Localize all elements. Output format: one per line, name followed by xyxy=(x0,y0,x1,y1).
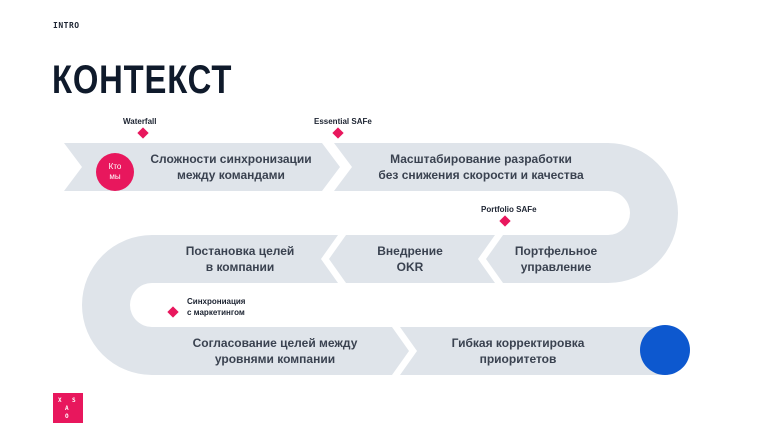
essential-safe-label: Essential SAFe xyxy=(314,117,372,126)
right-turn-track xyxy=(608,143,678,283)
step-okr-text: Внедрение OKR xyxy=(377,244,443,274)
step-align-goals-text: Согласование целей между уровнями компан… xyxy=(192,336,358,366)
waterfall-label: Waterfall xyxy=(123,117,157,126)
step-company-goals-text: Постановка целей в компании xyxy=(185,244,295,274)
step-flex-priorities-shape xyxy=(400,327,668,375)
step-okr-shape xyxy=(329,235,495,283)
step-scaling-text: Масштабирование разработки без снижения … xyxy=(378,152,584,182)
company-logo: X S A O xyxy=(53,393,83,423)
step-portfolio-shape xyxy=(486,235,608,283)
who-we-are-badge[interactable]: Кто мы xyxy=(96,153,134,191)
essential-safe-marker xyxy=(332,127,344,139)
current-position-dot xyxy=(640,325,690,375)
logo-letter-1: X xyxy=(58,397,62,404)
portfolio-safe-marker xyxy=(499,215,511,227)
left-turn-track xyxy=(82,235,152,375)
marketing-sync-label: Синхрониация с маркетингом xyxy=(187,297,246,317)
step-align-goals-shape xyxy=(152,327,409,375)
step-company-goals-shape xyxy=(152,235,338,283)
page-title: КОНТЕКСТ xyxy=(52,58,233,102)
marketing-sync-marker xyxy=(167,306,179,318)
logo-letter-3: A xyxy=(65,405,69,412)
step-flex-priorities-text: Гибкая корректировка приоритетов xyxy=(451,336,585,366)
section-kicker: INTRO xyxy=(53,21,80,30)
step-sync-text: Сложности синхронизации между командами xyxy=(150,152,312,182)
logo-letter-4: O xyxy=(65,413,69,420)
step-scaling-shape xyxy=(334,143,608,191)
logo-letter-2: S xyxy=(72,397,76,404)
step-portfolio-text: Портфельное управление xyxy=(514,244,598,274)
waterfall-marker xyxy=(137,127,149,139)
portfolio-safe-label: Portfolio SAFe xyxy=(481,205,537,214)
step-sync-shape xyxy=(64,143,340,191)
